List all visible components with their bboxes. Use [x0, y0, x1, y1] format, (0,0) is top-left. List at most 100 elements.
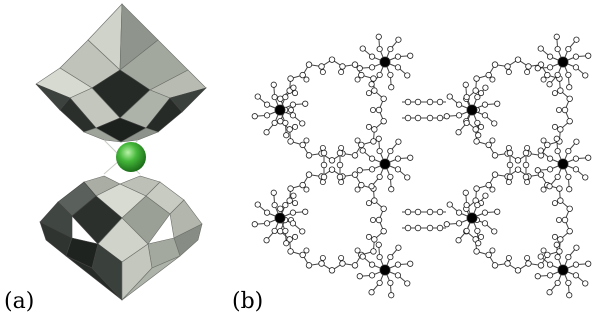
lattice-atom [394, 53, 402, 60]
lattice-atom [455, 112, 463, 119]
lattice-atom [482, 192, 489, 199]
lattice-atom [573, 36, 580, 43]
lattice-atom [395, 244, 402, 251]
lattice-atom [554, 45, 561, 53]
lattice-atom [283, 132, 290, 139]
lattice-atom [572, 53, 580, 60]
lattice-atom [404, 114, 412, 122]
lattice-atom [446, 93, 453, 100]
lattice-atom [475, 240, 482, 247]
lattice-atom [380, 95, 387, 102]
lattice-atom [553, 135, 560, 142]
lattice-atom [376, 279, 383, 287]
lattice-atom [474, 93, 481, 101]
lattice-atom [351, 262, 359, 269]
lattice-atom [351, 61, 359, 68]
lattice-atom [339, 260, 346, 267]
lattice-atom [375, 241, 382, 248]
lattice-atom [387, 173, 394, 181]
lattice-atom [414, 224, 422, 232]
lattice-atom [481, 112, 489, 119]
metal-node [274, 104, 286, 116]
lattice-atom [463, 227, 470, 235]
lattice-atom [305, 262, 313, 269]
lattice-atom [365, 123, 372, 130]
lattice-atom [478, 233, 485, 240]
lattice-atom [455, 220, 463, 227]
lattice-atom [522, 161, 530, 169]
lattice-atom [375, 135, 382, 142]
lattice-atom [494, 100, 501, 107]
lattice-atom [566, 186, 573, 193]
lattice-atom [546, 155, 554, 162]
lattice-atom [553, 33, 560, 40]
lattice-atom [271, 119, 278, 127]
lattice-atom [473, 185, 480, 192]
panel-b-network: (b) [232, 0, 616, 327]
lattice-atom [365, 233, 372, 240]
lattice-atom [504, 63, 511, 70]
metal-node [379, 56, 391, 68]
lattice-atom [319, 254, 326, 261]
lattice-atom [572, 261, 580, 268]
lattice-atom [376, 253, 383, 261]
lattice-atom [556, 185, 563, 192]
lattice-atom [426, 208, 434, 216]
lattice-atom [292, 233, 299, 240]
lattice-atom [287, 138, 294, 145]
lattice-atom [371, 236, 378, 243]
lattice-atom [546, 272, 554, 279]
lattice-atom [404, 174, 411, 181]
lattice-atom [354, 186, 361, 193]
lattice-atom [287, 248, 294, 255]
lattice-atom [359, 253, 366, 260]
lattice-atom [376, 45, 383, 53]
lattice-atom [380, 205, 387, 212]
lattice-atom [534, 65, 541, 72]
lattice-atom [387, 45, 394, 53]
lattice-atom [514, 166, 522, 173]
lattice-atom [537, 45, 544, 52]
lattice-atom [404, 98, 412, 106]
lattice-atom [320, 149, 328, 157]
lattice-atom [387, 147, 394, 155]
lattice-atom [354, 76, 361, 83]
metal-node [379, 158, 391, 170]
lattice-atom [289, 112, 297, 119]
lattice-atom [494, 208, 501, 215]
lattice-atom [270, 81, 277, 88]
lattice-atom [407, 52, 414, 59]
lattice-atom [305, 61, 313, 68]
lattice-atom [387, 253, 394, 261]
lattice-atom [514, 157, 522, 164]
lattice-atom [474, 119, 481, 127]
lattice-atom [320, 161, 328, 169]
lattice-atom [491, 262, 499, 269]
lattice-atom [485, 251, 492, 259]
lattice-atom [566, 205, 573, 212]
lattice-atom [546, 289, 553, 296]
lattice-atom [336, 173, 344, 181]
polyhedra-figure [35, 3, 208, 301]
lattice-atom [289, 101, 297, 108]
lattice-atom [436, 208, 444, 216]
lattice-atom [553, 241, 560, 248]
lattice-atom [446, 201, 453, 208]
lattice-atom [561, 106, 569, 114]
lattice-atom [404, 72, 411, 79]
lattice-atom [546, 64, 554, 71]
lattice-atom [289, 209, 297, 216]
lattice-atom [414, 114, 422, 122]
lattice-atom [546, 183, 553, 190]
lattice-atom [376, 71, 383, 79]
lattice-atom [585, 52, 592, 59]
lattice-atom [485, 141, 492, 149]
lattice-atom [351, 152, 359, 159]
network-figure [251, 33, 592, 299]
lattice-atom [290, 192, 297, 199]
lattice-atom [557, 87, 564, 94]
lattice-atom [566, 228, 573, 235]
lattice-atom [305, 152, 313, 159]
lattice-atom [505, 254, 512, 261]
lattice-atom [525, 63, 532, 70]
